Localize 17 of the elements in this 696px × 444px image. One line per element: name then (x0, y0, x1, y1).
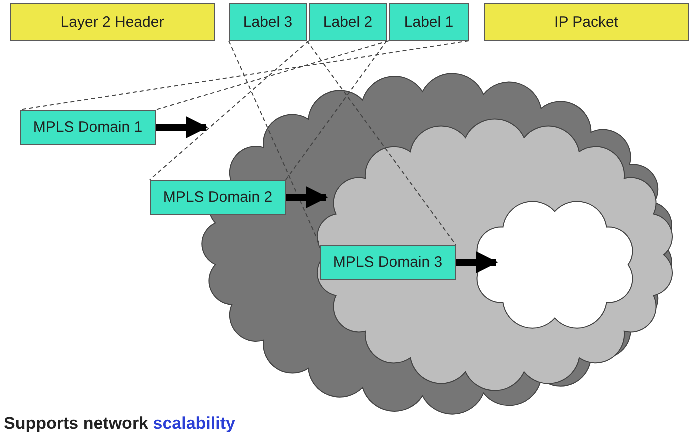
label-box: Label 3 (229, 3, 307, 41)
dashed-line (156, 40, 390, 110)
packet-box: IP Packet (484, 3, 689, 41)
dashed-line (306, 40, 456, 246)
dashed-line (20, 40, 470, 110)
header-box: Layer 2 Header (10, 3, 215, 41)
arrow (286, 186, 328, 209)
arrow (456, 251, 498, 274)
label-box: Label 1 (389, 3, 469, 41)
domain-box: MPLS Domain 1 (20, 110, 156, 145)
dashed-line (286, 40, 388, 180)
dashed-line (150, 40, 310, 180)
label-box: Label 2 (309, 3, 387, 41)
caption: Supports network scalability (4, 414, 236, 434)
arrow (156, 116, 208, 139)
domain-box: MPLS Domain 2 (150, 180, 286, 215)
dashed-line (228, 40, 320, 246)
